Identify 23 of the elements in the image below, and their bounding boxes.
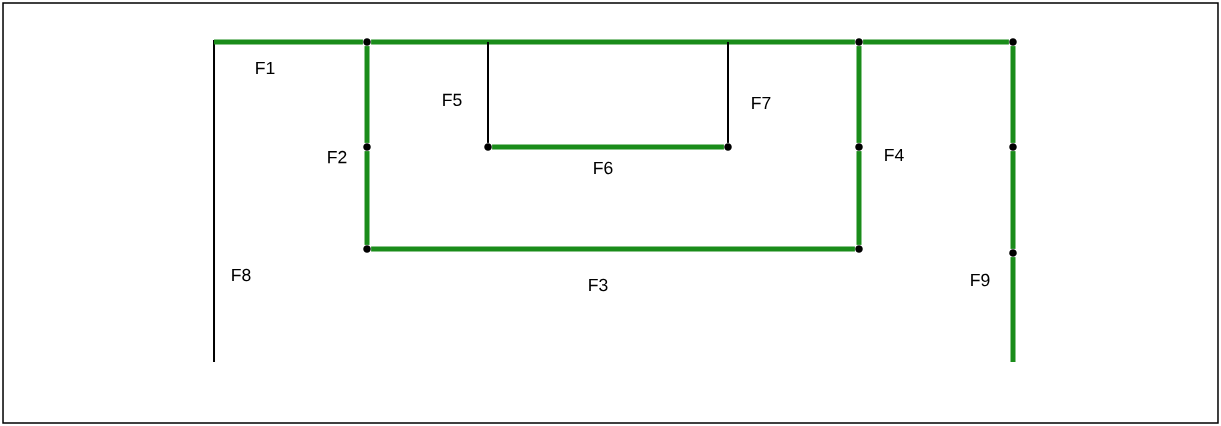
edge-label: F2 [328,150,347,164]
line [1010,257,1016,362]
line [1010,46,1016,143]
edge-label: F4 [885,148,904,162]
line-label: F8 [232,268,251,282]
line [487,41,489,144]
line [856,46,862,143]
edge-label: F9 [971,273,990,287]
edge-label: F1 [256,61,275,75]
line [727,41,729,144]
line [856,151,862,245]
line [214,39,363,45]
edge-label: F3 [589,278,608,292]
line [364,46,370,143]
edge-label: F5 [443,93,462,107]
edge-label: F6 [594,161,613,175]
edge-label: F7 [752,96,771,110]
line [364,151,370,245]
line [863,39,1009,45]
line [1010,151,1016,249]
line [371,39,855,45]
line [371,246,855,252]
line [492,144,724,150]
